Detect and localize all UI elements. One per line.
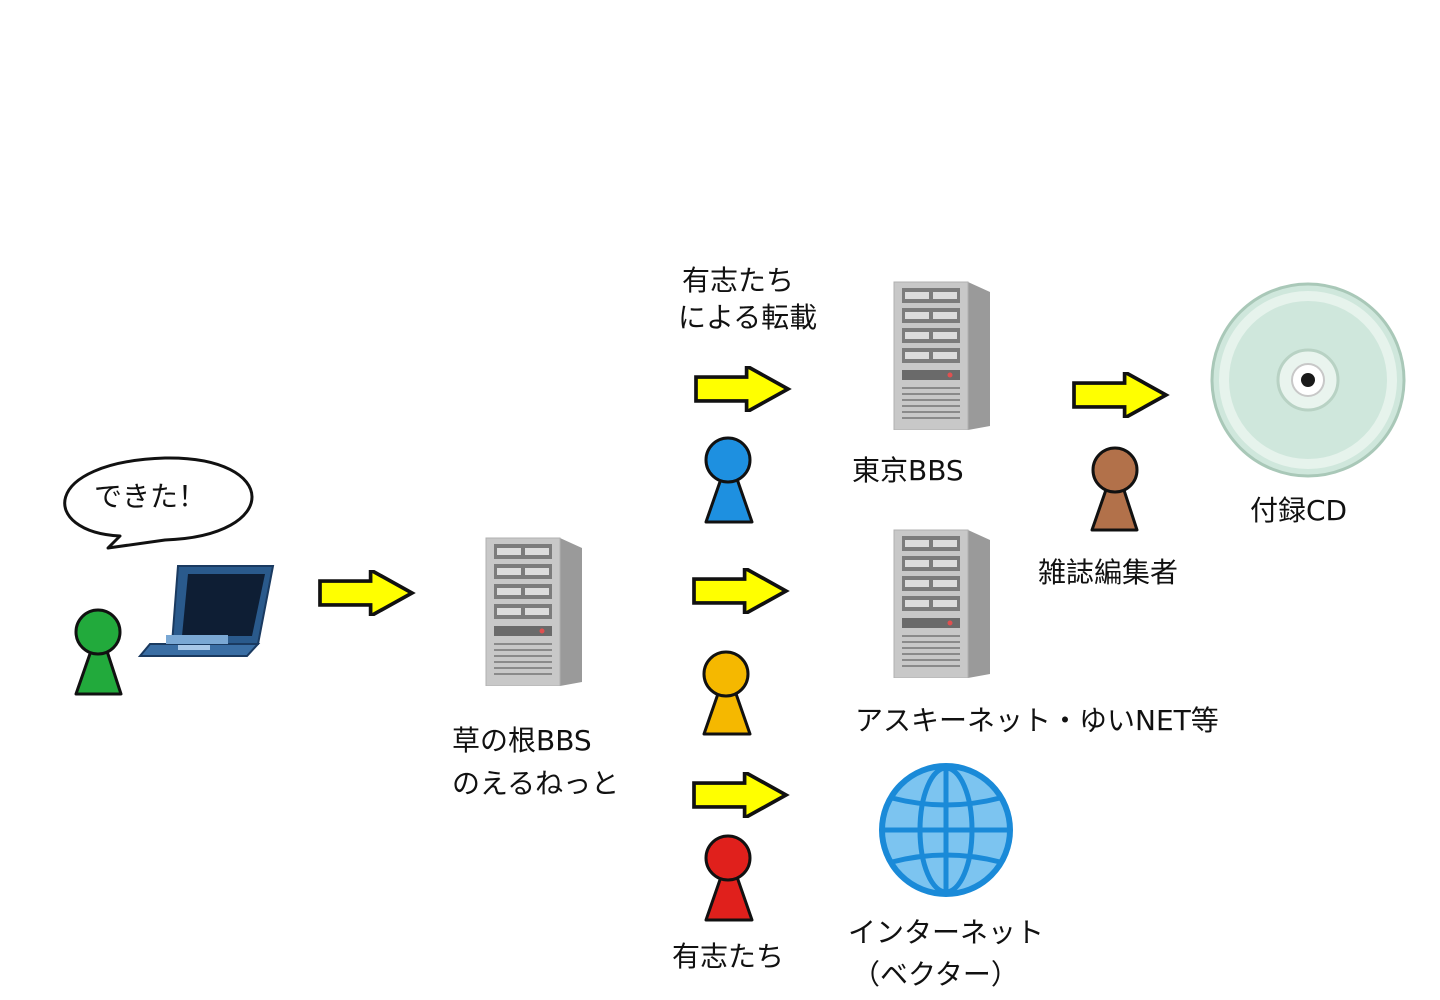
person-icon-brown [1090, 446, 1139, 532]
person-icon-green [74, 608, 123, 696]
label-editor: 雑誌編集者 [1038, 556, 1178, 589]
speech-bubble: できた！ [63, 456, 254, 550]
arrow-icon-to-noel [318, 570, 414, 616]
label-ascii-net: アスキーネット・ゆいNET等 [855, 704, 1219, 737]
label-volunteers-bottom: 有志たち [672, 940, 784, 973]
label-noel-line2: のえるねっと [452, 767, 619, 800]
laptop-icon [137, 565, 275, 657]
globe-icon [879, 763, 1013, 897]
server-icon-tokyo [893, 281, 991, 430]
arrow-icon-to-cd [1072, 372, 1168, 418]
label-tokyo-bbs: 東京BBS [852, 454, 964, 487]
person-icon-orange [702, 650, 752, 736]
label-appendix-cd: 付録CD [1250, 494, 1347, 527]
label-volunteers-top-line2: による転載 [678, 301, 817, 334]
server-icon-ascii [893, 529, 991, 678]
speech-text: できた！ [94, 480, 206, 513]
arrow-icon-to-tokyo [694, 366, 790, 412]
label-internet-line2: （ベクター） [852, 958, 1019, 991]
arrow-icon-to-ascii [692, 568, 788, 614]
person-icon-red [704, 834, 754, 922]
person-icon-blue [704, 436, 754, 524]
cd-icon [1210, 282, 1406, 478]
label-volunteers-top-line1: 有志たち [682, 264, 794, 297]
server-icon-noel [485, 537, 583, 686]
arrow-icon-to-internet [692, 772, 788, 818]
label-noel-line1: 草の根BBS [452, 724, 592, 757]
label-internet-line1: インターネット [848, 916, 1044, 949]
